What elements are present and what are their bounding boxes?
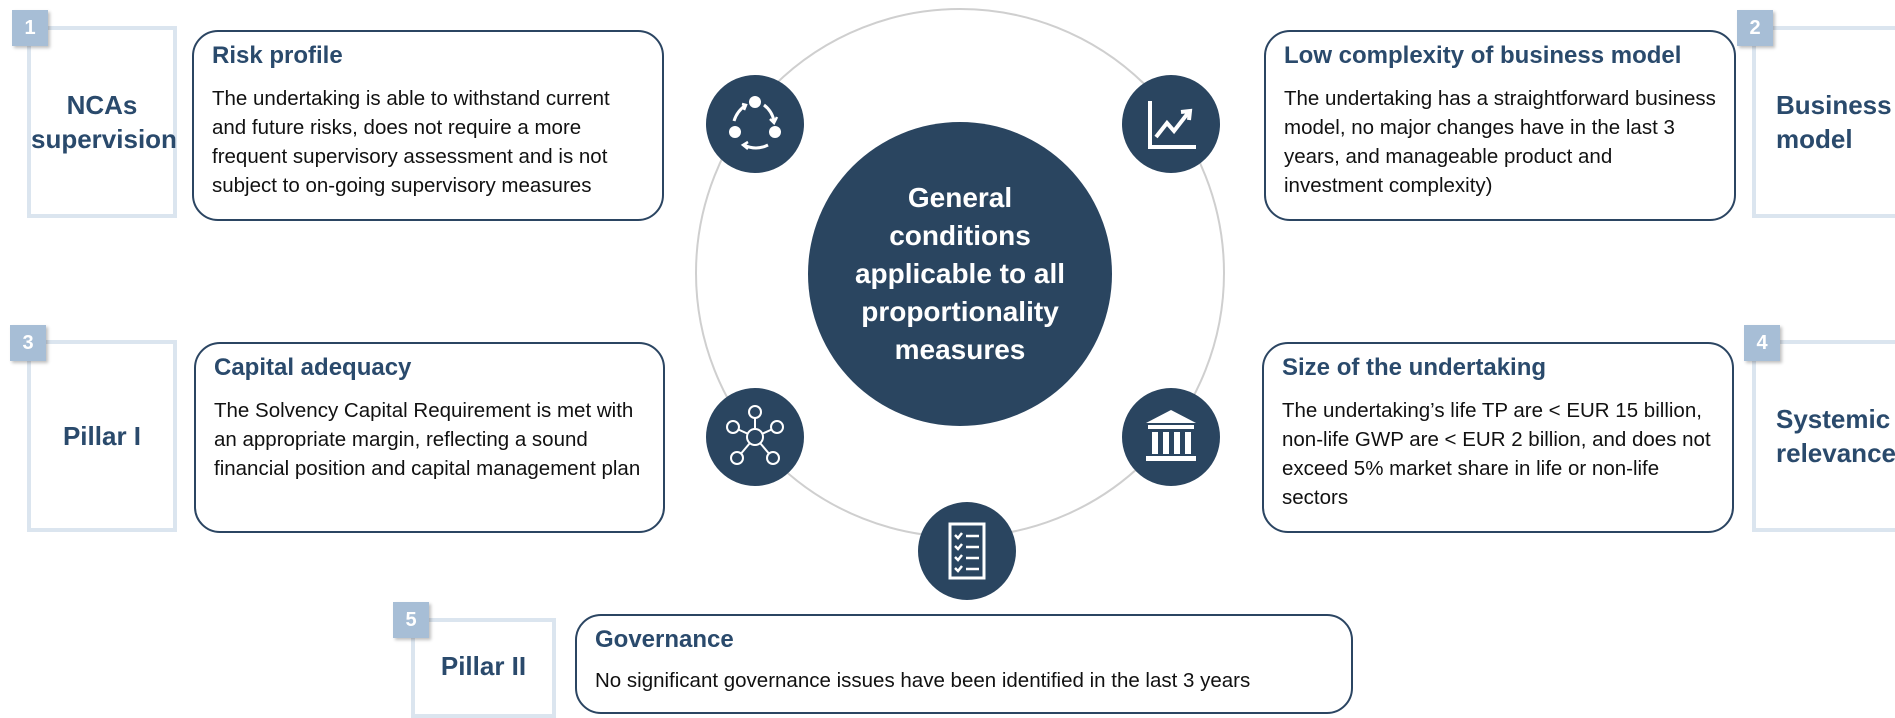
line-chart-icon <box>1122 75 1220 173</box>
bank-building-icon <box>1122 388 1220 486</box>
checklist-icon <box>918 502 1016 600</box>
number-badge-2: 2 <box>1737 10 1773 46</box>
number-badge-3: 3 <box>10 325 46 361</box>
side-label-2: Business model <box>1776 90 1892 154</box>
side-frame-4: Systemic relevance <box>1752 340 1895 532</box>
card-body-2: The undertaking has a straightforward bu… <box>1284 87 1716 197</box>
side-label-5: Pillar II <box>440 651 527 681</box>
side-label-3: Pillar I <box>62 421 142 451</box>
card-size-undertaking: Size of the undertaking The undertaking’… <box>1262 342 1734 533</box>
number-badge-4: 4 <box>1744 325 1780 361</box>
center-text: General conditions applicable to all pro… <box>854 182 1066 365</box>
card-body-3: The Solvency Capital Requirement is met … <box>214 399 641 480</box>
card-body-1: The undertaking is able to withstand cur… <box>212 87 610 197</box>
card-title-4: Size of the undertaking <box>1282 354 1547 381</box>
card-title-3: Capital adequacy <box>214 354 412 381</box>
number-badge-5: 5 <box>393 602 429 638</box>
card-title-1: Risk profile <box>212 42 343 69</box>
card-title-2: Low complexity of business model <box>1284 42 1682 69</box>
card-capital-adequacy: Capital adequacy The Solvency Capital Re… <box>194 342 665 533</box>
card-body-5: No significant governance issues have be… <box>595 669 1251 692</box>
side-frame-3: Pillar I <box>27 340 177 532</box>
cycle-arrows-icon <box>706 75 804 173</box>
center-circle: General conditions applicable to all pro… <box>808 122 1112 426</box>
side-frame-5: Pillar II <box>411 618 556 718</box>
network-people-icon <box>706 388 804 486</box>
side-label-4: Systemic relevance <box>1776 404 1895 468</box>
card-title-5: Governance <box>595 626 734 653</box>
card-business-model: Low complexity of business model The und… <box>1264 30 1736 221</box>
card-body-4: The undertaking’s life TP are < EUR 15 b… <box>1282 399 1711 509</box>
card-risk-profile: Risk profile The undertaking is able to … <box>192 30 664 221</box>
card-governance: Governance No significant governance iss… <box>575 614 1353 714</box>
side-frame-1: NCAs supervision <box>27 26 177 218</box>
side-frame-2: Business model <box>1752 26 1895 218</box>
side-label-1: NCAs supervision <box>31 90 177 154</box>
number-badge-1: 1 <box>12 10 48 46</box>
